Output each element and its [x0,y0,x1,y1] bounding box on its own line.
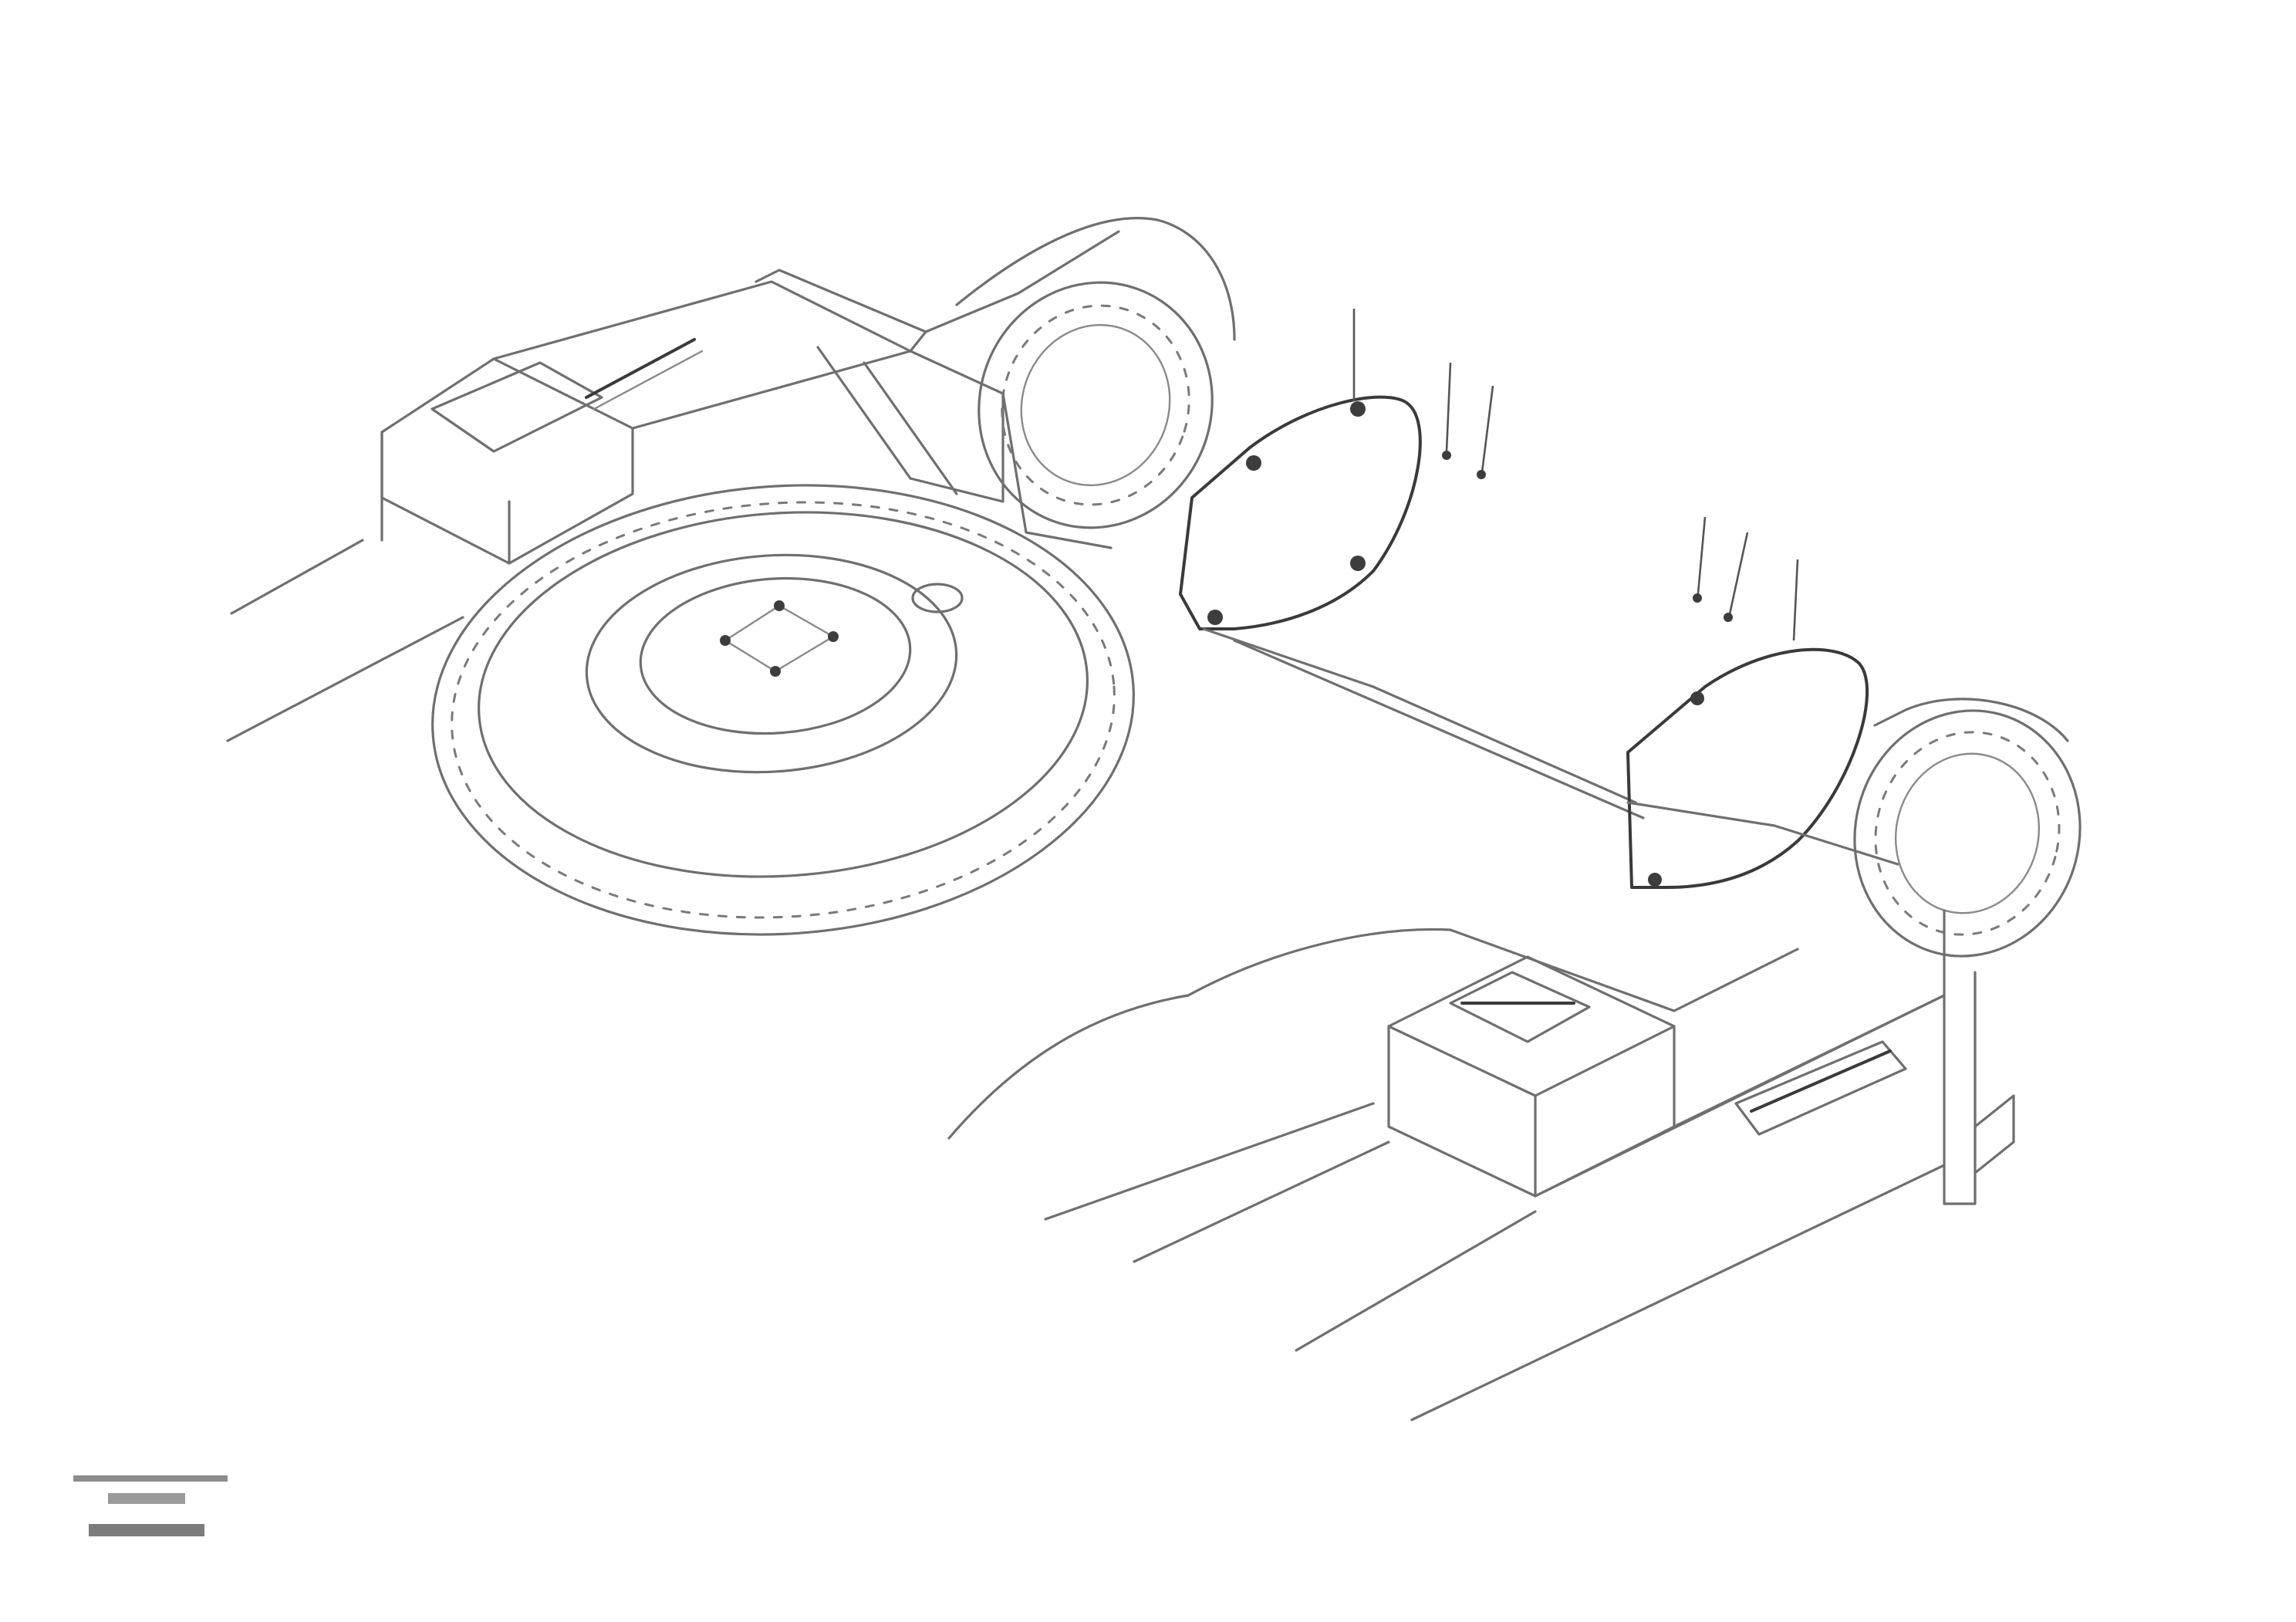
upper-frame-assembly [226,217,1236,742]
lower-frame-assembly [947,698,2082,1421]
cover-plate-upper [1179,395,1422,630]
cover-plate-lower [1626,647,1899,889]
callout-leaders [1352,309,1799,641]
center-bolt-pattern [720,600,839,677]
swing-ring [431,484,1135,936]
